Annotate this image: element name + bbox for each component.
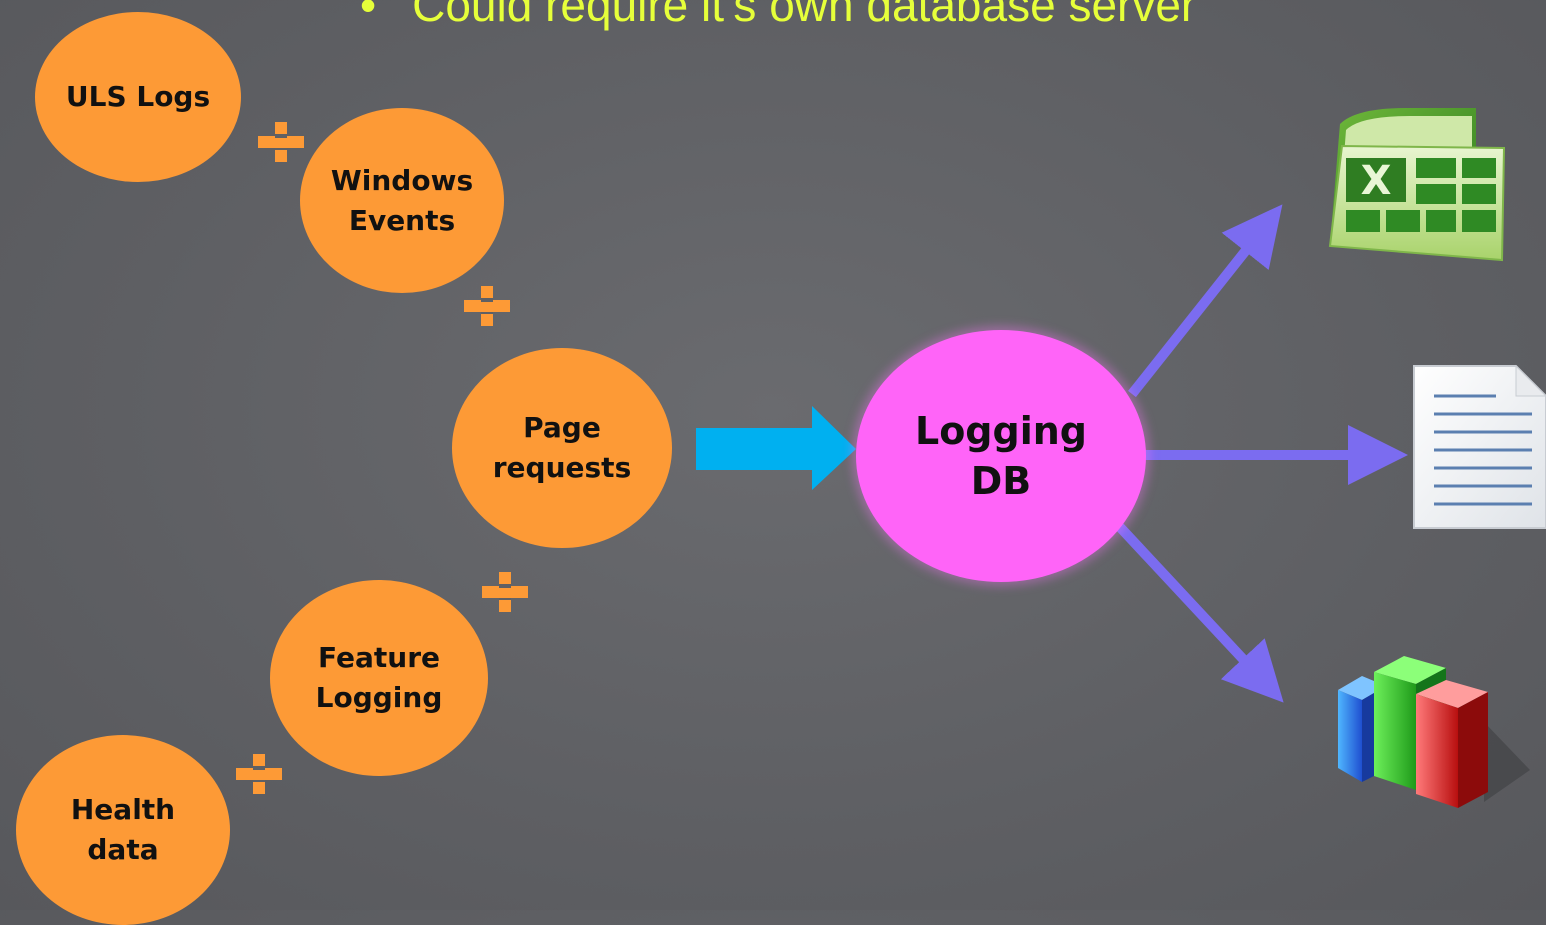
- source-label-page-requests: Page requests: [492, 411, 632, 484]
- source-label-windows-events: Windows Events: [330, 163, 474, 237]
- source-label-uls-logs: ULS Logs: [65, 80, 211, 113]
- source-label-health-data: Health data: [70, 793, 176, 866]
- plus-icon-3: [482, 572, 528, 612]
- bullet-text: Could require it’s own database server: [412, 0, 1197, 31]
- input-arrow: [696, 406, 856, 490]
- plus-icon-2: [464, 286, 510, 326]
- plus-icon-4: [236, 754, 282, 794]
- document-icon: [1413, 364, 1546, 529]
- plus-icon-1: [258, 122, 304, 162]
- source-node-health-data: Health data: [16, 735, 230, 925]
- source-label-feature-logging: Feature Logging: [315, 641, 443, 714]
- bullet-heading: • Could require it’s own database server: [360, 0, 1196, 32]
- bullet-dot-icon: •: [360, 0, 377, 31]
- source-node-feature-logging: Feature Logging: [270, 580, 488, 776]
- svg-text:X: X: [1361, 158, 1392, 204]
- source-node-page-requests: Page requests: [452, 348, 672, 548]
- hub-label-logging-db: Logging DB: [914, 409, 1087, 503]
- output-arrow-chart: [1114, 521, 1284, 703]
- output-arrow-excel: [1128, 204, 1283, 398]
- excel-icon: X: [1328, 108, 1506, 262]
- source-node-uls-logs: ULS Logs: [35, 12, 241, 182]
- source-node-windows-events: Windows Events: [300, 108, 504, 293]
- bar-chart-icon: [1338, 656, 1530, 808]
- hub-node-logging-db: Logging DB: [856, 330, 1146, 582]
